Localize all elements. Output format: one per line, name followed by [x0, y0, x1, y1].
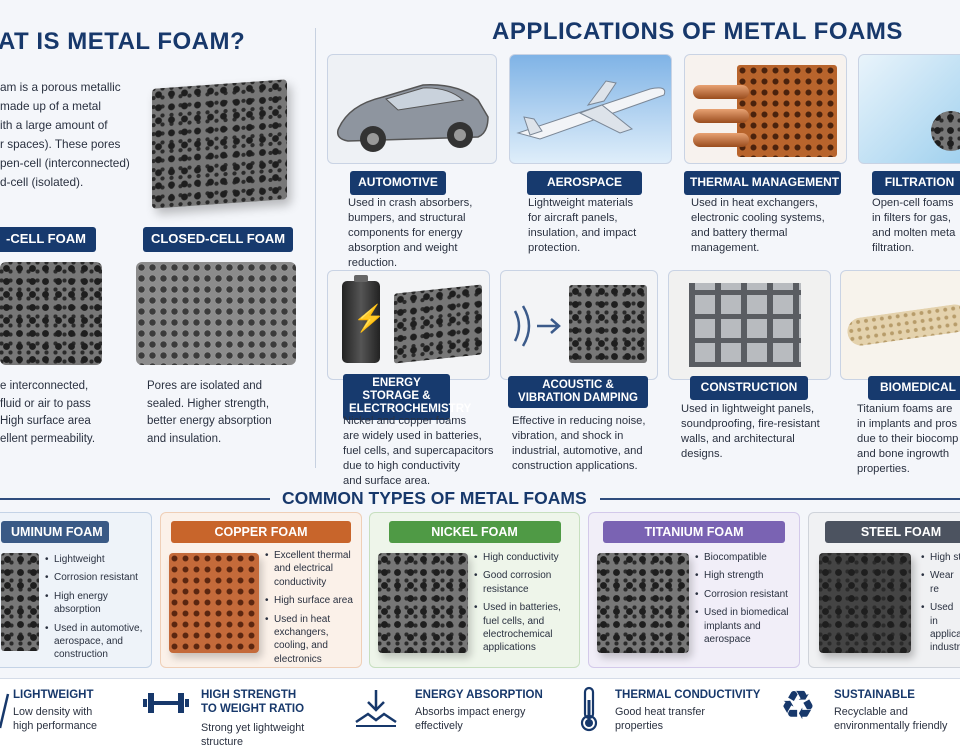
- feature-title-strength: HIGH STRENGTH TO WEIGHT RATIO: [201, 689, 305, 715]
- feature-title-thermal: THERMAL CONDUCTIVITY: [615, 689, 761, 701]
- biomedical-image: [840, 270, 960, 380]
- app-label-automotive: AUTOMOTIVE: [350, 171, 446, 195]
- open-cell-label: -CELL FOAM: [0, 227, 96, 252]
- app-label-biomedical: BIOMEDICAL: [868, 376, 960, 400]
- thermometer-icon: [580, 686, 598, 732]
- nickel-bullets: High conductivityGood corrosion resistan…: [474, 551, 576, 660]
- feature-title-lightweight: LIGHTWEIGHT: [13, 689, 94, 701]
- app-label-energy-storage: ENERGY STORAGE & ELECTROCHEMISTRY: [343, 374, 471, 420]
- type-label-aluminum: UMINUM FOAM: [1, 521, 109, 543]
- aluminum-bullets: LightweightCorrosion resistantHigh energ…: [45, 553, 149, 667]
- app-label-aerospace: AEROSPACE: [527, 171, 642, 195]
- app-label-construction: CONSTRUCTION: [690, 376, 808, 400]
- type-card-steel: STEEL FOAM High stWear reUsed in applica…: [808, 512, 960, 668]
- what-is-title: AT IS METAL FOAM?: [0, 28, 246, 55]
- type-card-titanium: TITANIUM FOAM BiocompatibleHigh strength…: [588, 512, 800, 668]
- feature-title-energy: ENERGY ABSORPTION: [415, 689, 543, 701]
- steel-bullets: High stWear reUsed in applica industr: [921, 551, 960, 660]
- type-card-copper: COPPER FOAM Excellent thermal and electr…: [160, 512, 362, 668]
- types-title: COMMON TYPES OF METAL FOAMS: [282, 488, 587, 508]
- app-desc-acoustic: Effective in reducing noise,vibration, a…: [512, 415, 646, 472]
- type-label-titanium: TITANIUM FOAM: [603, 521, 785, 543]
- app-desc-thermal: Used in heat exchangers,electronic cooli…: [691, 197, 825, 254]
- nickel-foam-image: [378, 553, 468, 653]
- aerospace-image: [509, 54, 672, 164]
- automotive-image: [327, 54, 497, 164]
- app-desc-construction: Used in lightweight panels,soundproofing…: [681, 403, 820, 460]
- type-card-aluminum: UMINUM FOAM LightweightCorrosion resista…: [0, 512, 152, 668]
- feather-icon: [0, 693, 10, 729]
- recycle-icon: ♻: [780, 684, 816, 728]
- type-label-copper: COPPER FOAM: [171, 521, 351, 543]
- type-label-steel: STEEL FOAM: [825, 521, 960, 543]
- closed-cell-label: CLOSED-CELL FOAM: [143, 227, 293, 252]
- types-rule-left: [0, 498, 270, 500]
- app-label-filtration: FILTRATION: [872, 171, 960, 195]
- foam-cube-image: [152, 79, 287, 209]
- app-label-thermal: THERMAL MANAGEMENT: [684, 171, 841, 195]
- features-bar: [0, 678, 960, 750]
- aluminum-foam-image: [1, 553, 39, 651]
- titanium-foam-image: [597, 553, 689, 653]
- impact-icon: [355, 690, 397, 727]
- thermal-management-image: [684, 54, 847, 164]
- titanium-bullets: BiocompatibleHigh strengthCorrosion resi…: [695, 551, 797, 651]
- feature-title-sustainable: SUSTAINABLE: [834, 689, 915, 701]
- types-rule-right: [600, 498, 960, 500]
- dumbbell-icon: [143, 693, 189, 713]
- applications-title: APPLICATIONS OF METAL FOAMS: [492, 18, 903, 45]
- app-label-acoustic: ACOUSTIC & VIBRATION DAMPING: [508, 376, 648, 409]
- type-label-nickel: NICKEL FOAM: [388, 521, 561, 543]
- closed-cell-image: [136, 262, 296, 365]
- energy-storage-image: ⚡: [327, 270, 490, 380]
- type-card-nickel: NICKEL FOAM High conductivityGood corros…: [369, 512, 580, 668]
- construction-image: [668, 270, 831, 380]
- section-divider: [315, 28, 316, 468]
- acoustic-image: [500, 270, 658, 380]
- app-desc-automotive: Used in crash absorbers,bumpers, and str…: [348, 197, 473, 269]
- copper-bullets: Excellent thermal and electrical conduct…: [265, 549, 359, 671]
- copper-foam-image: [169, 553, 259, 653]
- open-cell-image: [0, 262, 102, 365]
- filtration-image: [858, 54, 960, 164]
- steel-foam-image: [819, 553, 911, 653]
